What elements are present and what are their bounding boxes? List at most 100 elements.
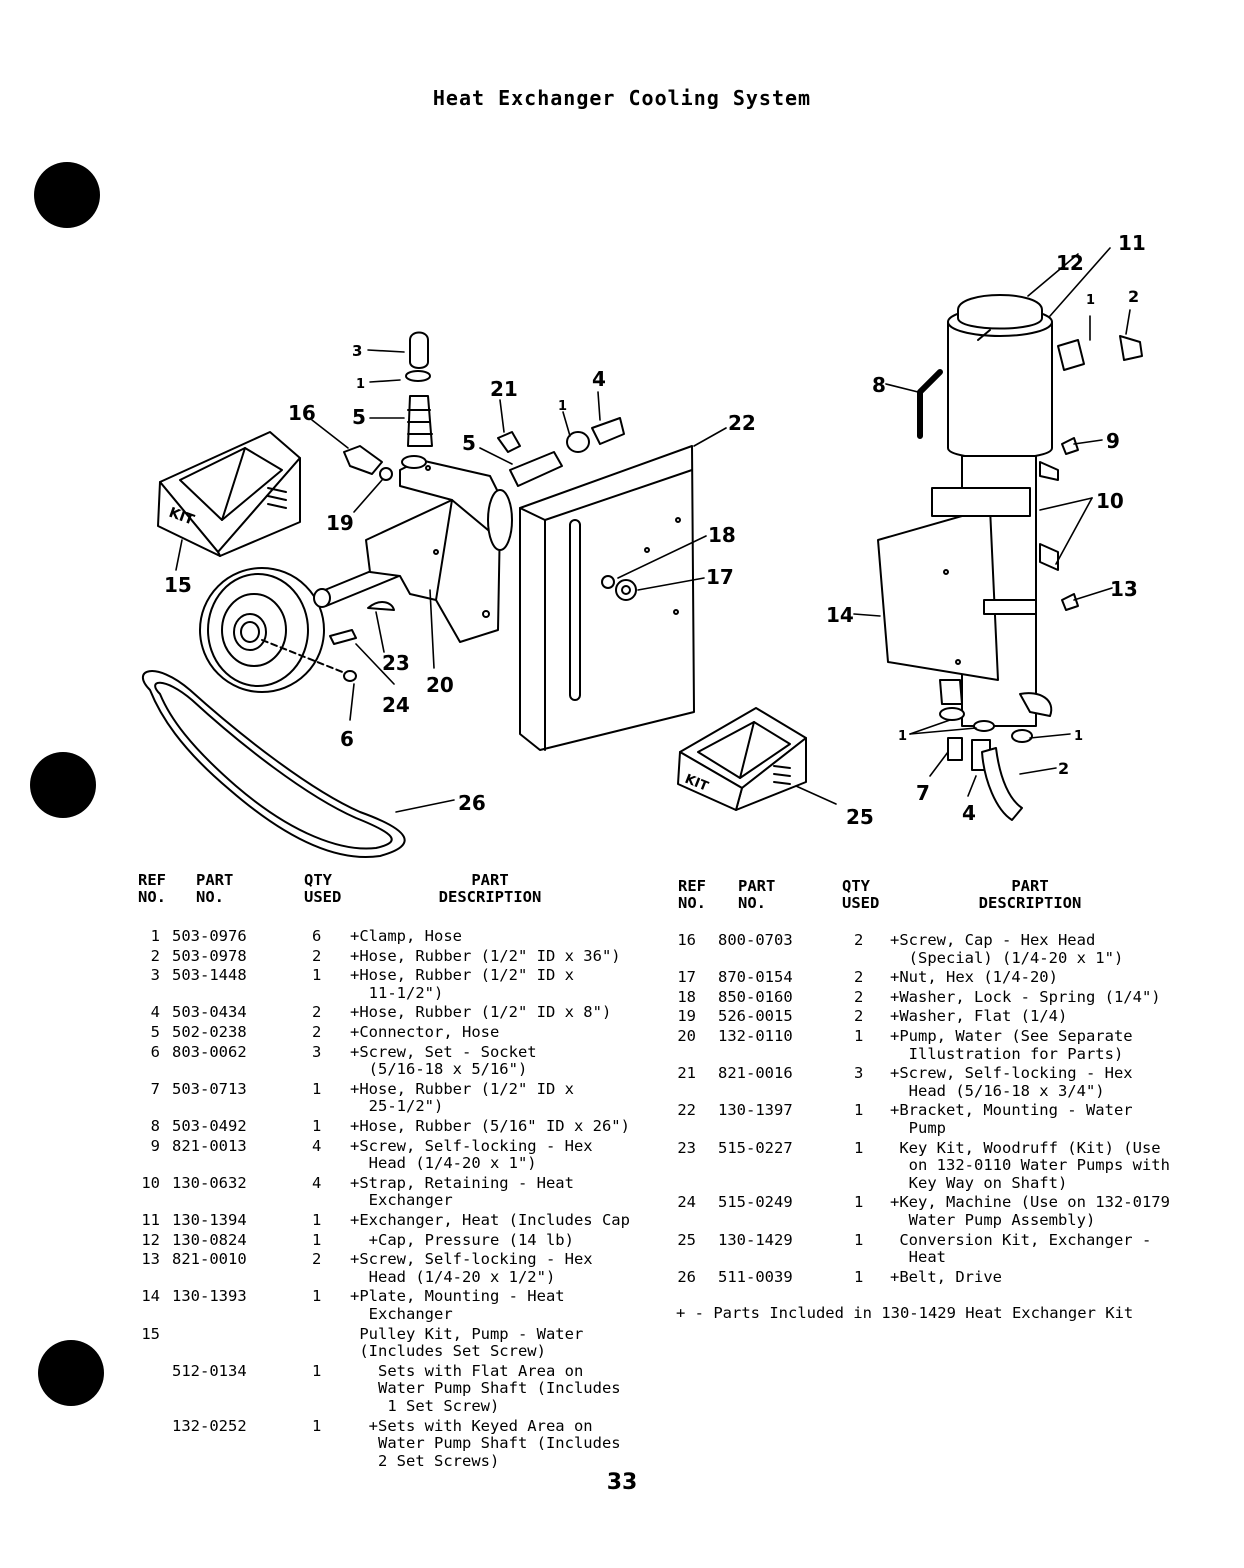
- cell-desc: Sets with Flat Area on Water Pump Shaft …: [377, 1361, 621, 1415]
- water-pump: [313, 455, 513, 682]
- cell-part: 132-0110: [718, 1027, 793, 1045]
- cell-qty: 6: [312, 927, 322, 945]
- cell-ref: 16: [677, 931, 696, 949]
- cell-part: 850-0160: [718, 987, 793, 1006]
- cell-qty: 1: [312, 1117, 322, 1135]
- callout-1a: 1: [356, 377, 365, 392]
- cell-part: 821-0016: [718, 1064, 793, 1083]
- leader-lines: [175, 247, 1131, 813]
- binder-hole-bottom: [38, 1340, 104, 1406]
- cell-ref: 3: [150, 966, 160, 985]
- cell-qty: 1: [312, 1211, 322, 1229]
- cell-part: 821-0013: [172, 1136, 247, 1155]
- callout-18: 18: [708, 523, 736, 547]
- cell-ref: 26: [677, 1267, 696, 1286]
- kit-box-15: KIT: [157, 431, 301, 557]
- callout-16: 16: [288, 401, 316, 425]
- cell-desc: +Clamp, Hose: [350, 927, 462, 945]
- callout-1c: 1: [1086, 293, 1095, 308]
- callout-11: 11: [1118, 231, 1146, 255]
- page-number: 33: [606, 1470, 638, 1495]
- drive-belt: [141, 670, 406, 858]
- cell-ref: 15: [141, 1324, 160, 1343]
- cell-part: 800-0703: [718, 931, 793, 949]
- cell-desc: +Cap, Pressure (14 lb): [350, 1230, 574, 1249]
- cell-part: 821-0010: [172, 1250, 247, 1269]
- cell-desc: +Exchanger, Heat (Includes Cap: [350, 1211, 630, 1229]
- header-part-no: PART NO.: [196, 871, 234, 906]
- cell-ref: 12: [141, 1230, 160, 1249]
- cell-ref: 25: [677, 1230, 696, 1249]
- parts-table-right: REF NO. PART NO. QTY USED PART DESCRIPTI…: [670, 878, 1190, 1358]
- cell-qty: 1: [854, 1138, 864, 1157]
- pump-mounting-bracket: [519, 445, 695, 751]
- cell-qty: 2: [312, 1250, 322, 1269]
- cell-part: 512-0134: [172, 1361, 247, 1380]
- cell-qty: 1: [854, 1101, 864, 1120]
- cell-qty: 2: [312, 1003, 322, 1022]
- cell-ref: 6: [150, 1042, 160, 1061]
- cell-part: 503-0434: [172, 1003, 247, 1022]
- cell-desc: Key Kit, Woodruff (Kit) (Use on 132-0110…: [899, 1138, 1170, 1192]
- cell-desc: +Belt, Drive: [890, 1267, 1002, 1286]
- callout-4b: 4: [962, 801, 976, 825]
- callout-14: 14: [826, 603, 854, 627]
- callout-24: 24: [382, 693, 410, 717]
- header-ref-no-right: REF NO.: [678, 877, 706, 912]
- cell-part: 870-0154: [718, 968, 793, 987]
- cell-desc: +Hose, Rubber (1/2" ID x 36"): [350, 946, 621, 965]
- cell-part: 511-0039: [718, 1267, 793, 1286]
- header-part-description-right: PART DESCRIPTION: [978, 877, 1082, 912]
- callout-5a: 5: [352, 405, 366, 429]
- header-qty-used-right: QTY USED: [842, 877, 880, 912]
- callout-15: 15: [164, 573, 192, 597]
- cell-qty: 1: [854, 1267, 864, 1286]
- callout-13: 13: [1110, 577, 1138, 601]
- cell-part: 526-0015: [718, 1007, 793, 1026]
- cell-desc: +Screw, Cap - Hex Head (Special) (1/4-20…: [890, 931, 1124, 967]
- callout-21: 21: [490, 377, 518, 401]
- binder-hole-middle: [30, 752, 96, 818]
- cell-qty: 1: [854, 1193, 864, 1212]
- callout-10: 10: [1096, 489, 1124, 513]
- callout-1d: 1: [898, 729, 907, 744]
- cell-qty: 2: [854, 968, 864, 987]
- page-title: Heat Exchanger Cooling System: [432, 86, 812, 110]
- cell-qty: 3: [312, 1042, 322, 1061]
- cell-part: 130-1393: [172, 1287, 247, 1306]
- cell-desc: +Screw, Self-locking - Hex Head (1/4-20 …: [350, 1136, 593, 1173]
- cell-ref: 18: [677, 987, 696, 1006]
- cell-part: 503-0978: [172, 946, 247, 965]
- cell-desc: +Bracket, Mounting - Water Pump: [890, 1101, 1133, 1137]
- callout-25: 25: [846, 805, 874, 829]
- cell-desc: +Sets with Keyed Area on Water Pump Shaf…: [368, 1416, 621, 1470]
- cell-ref: 13: [141, 1250, 160, 1269]
- heat-exchanger: [877, 294, 1143, 821]
- cell-ref: 22: [677, 1101, 696, 1120]
- pump-fittings: [343, 331, 637, 601]
- cell-desc: +Hose, Rubber (1/2" ID x 11-1/2"): [350, 966, 574, 1002]
- cell-ref: 5: [150, 1023, 160, 1041]
- cell-ref: 17: [677, 968, 696, 987]
- cell-part: 130-1429: [718, 1230, 793, 1249]
- callout-2b: 2: [1058, 759, 1069, 778]
- callout-6: 6: [340, 727, 354, 751]
- cell-part: 503-0976: [172, 927, 247, 945]
- cell-desc: +Hose, Rubber (1/2" ID x 8"): [350, 1003, 612, 1022]
- cell-part: 130-0824: [172, 1230, 247, 1249]
- cell-desc: +Hose, Rubber (1/2" ID x 25-1/2"): [350, 1079, 574, 1116]
- cell-qty: 1: [854, 1027, 864, 1045]
- cell-desc: +Plate, Mounting - Heat Exchanger: [350, 1287, 565, 1323]
- cell-desc: +Screw, Self-locking - Hex Head (1/4-20 …: [350, 1250, 593, 1286]
- cell-desc: Pulley Kit, Pump - Water (Includes Set S…: [359, 1324, 584, 1361]
- cell-qty: 3: [854, 1064, 864, 1083]
- header-qty-used: QTY USED: [304, 871, 342, 906]
- parts-table-left: REF NO. PART NO. QTY USED PART DESCRIPTI…: [130, 871, 650, 1470]
- cell-ref: 21: [677, 1064, 696, 1083]
- cell-part: 502-0238: [172, 1023, 247, 1041]
- cell-desc: +Pump, Water (See Separate Illustration …: [890, 1027, 1133, 1063]
- cell-ref: 7: [150, 1079, 160, 1098]
- cell-qty: 1: [312, 966, 322, 985]
- callout-19: 19: [326, 511, 354, 535]
- cell-ref: 4: [150, 1003, 160, 1022]
